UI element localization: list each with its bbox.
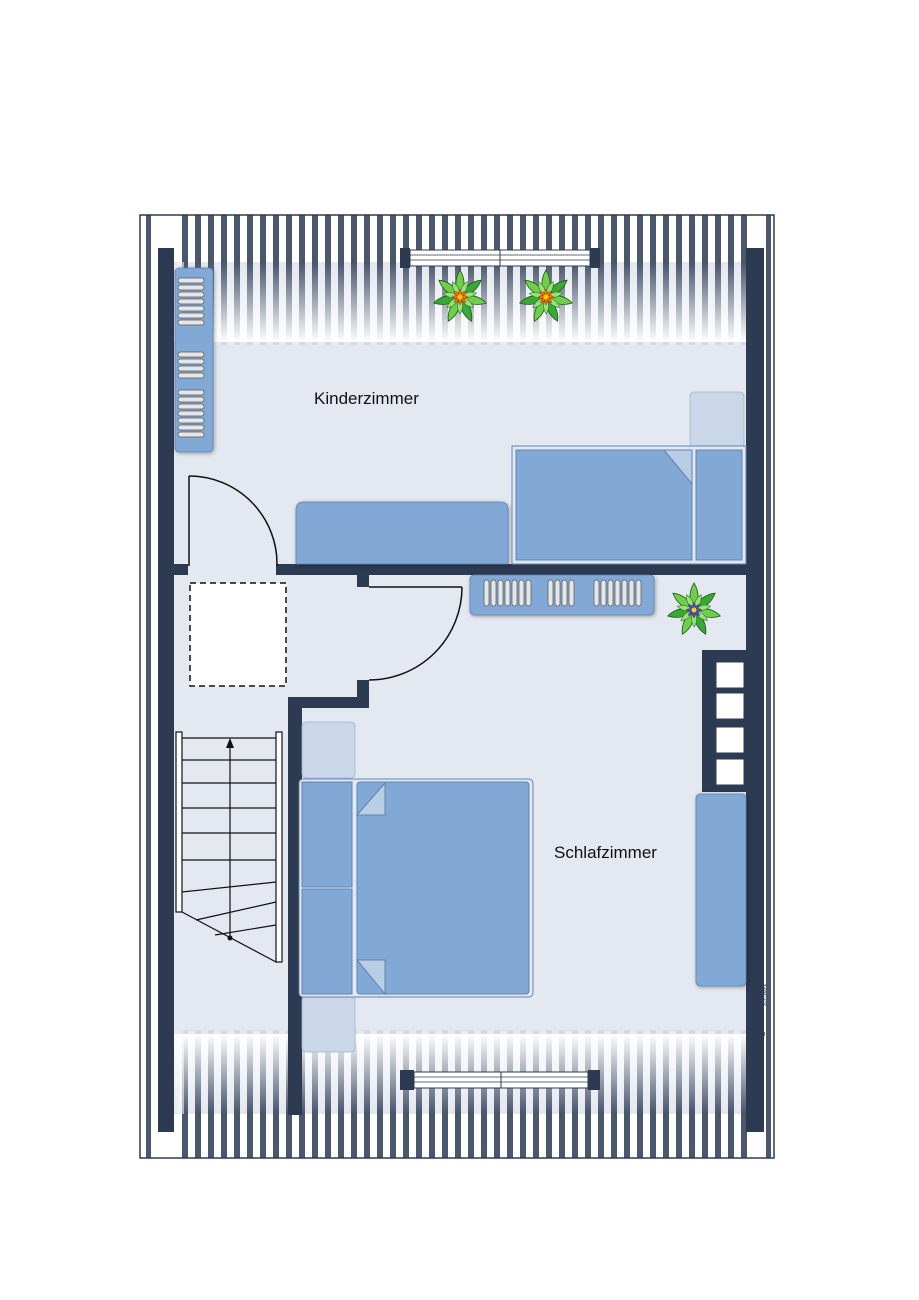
exterior-walls <box>158 248 764 1132</box>
hanger-icon <box>490 579 497 607</box>
potted-plant-icon <box>432 269 488 323</box>
bed-schlafzimmer <box>298 721 534 1053</box>
hanger-icon <box>497 579 504 607</box>
hanger-icon <box>177 277 205 284</box>
door-kinderzimmer <box>188 475 278 567</box>
hanger-icon <box>177 389 205 396</box>
hanger-icon <box>177 403 205 410</box>
hanger-icon <box>561 579 568 607</box>
hanger-icon <box>593 579 600 607</box>
hanger-icon <box>525 579 532 607</box>
hanger-icon <box>177 305 205 312</box>
hanger-icon <box>607 579 614 607</box>
door-schlafzimmer <box>368 586 463 681</box>
hanger-icon <box>177 431 205 438</box>
hanger-icon <box>621 579 628 607</box>
window-top <box>409 249 591 267</box>
hanger-icon <box>547 579 554 607</box>
hanger-icon <box>568 579 575 607</box>
hanger-icon <box>504 579 511 607</box>
dresser-schlafzimmer <box>695 793 747 987</box>
stair-arrow-icon <box>226 738 234 941</box>
hanger-icon <box>177 410 205 417</box>
hanger-icon <box>483 579 490 607</box>
outer-frame <box>139 214 775 1159</box>
hanger-icon <box>635 579 642 607</box>
sofa-kinderzimmer <box>295 501 509 565</box>
window-bottom <box>413 1071 589 1089</box>
hanger-icon <box>177 319 205 326</box>
wall-shelf <box>715 661 745 786</box>
hanger-icon <box>600 579 607 607</box>
potted-plant-icon <box>518 269 574 323</box>
hanger-icon <box>177 417 205 424</box>
hanger-icon <box>177 424 205 431</box>
room-label-kinderzimmer: Kinderzimmer <box>314 389 419 408</box>
room-label-schlafzimmer: Schlafzimmer <box>554 843 657 862</box>
hanger-icon <box>177 291 205 298</box>
brand-logo: onOffice SOFTWARE <box>749 968 767 1036</box>
attic-hatch <box>189 582 287 687</box>
hanger-icon <box>511 579 518 607</box>
logo-brand: onOffice <box>749 968 763 1024</box>
hanger-icon <box>483 579 642 607</box>
bed-kinderzimmer <box>511 391 747 565</box>
staircase <box>175 731 283 963</box>
hanger-icon <box>628 579 635 607</box>
hanger-icon <box>554 579 561 607</box>
hanger-icon <box>518 579 525 607</box>
potted-plant-icon <box>666 582 722 636</box>
hanger-icon <box>177 298 205 305</box>
hanger-icon <box>177 351 205 358</box>
hanger-icon <box>177 277 205 438</box>
hanger-icon <box>177 358 205 365</box>
hanger-icon <box>177 365 205 372</box>
hanger-icon <box>177 312 205 319</box>
hanger-icon <box>177 372 205 379</box>
hanger-icon <box>614 579 621 607</box>
hanger-icon <box>177 284 205 291</box>
hanger-icon <box>177 396 205 403</box>
logo-sub: SOFTWARE <box>762 983 767 1006</box>
